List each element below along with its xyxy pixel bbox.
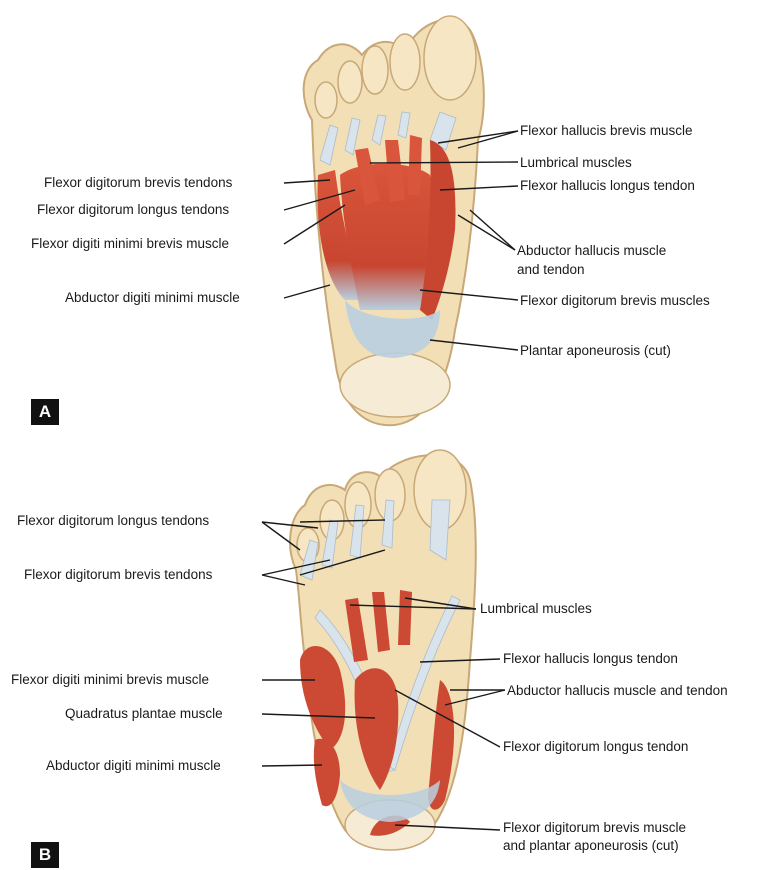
foot-b xyxy=(290,450,476,850)
label-b-fdl-tendon: Flexor digitorum longus tendon xyxy=(503,739,688,754)
label-b-ah-muscle: Abductor hallucis muscle and tendon xyxy=(507,683,728,698)
label-b-lumbricals: Lumbrical muscles xyxy=(480,601,592,616)
label-a-fhl-tendon: Flexor hallucis longus tendon xyxy=(520,178,695,193)
label-b-fhl-tendon: Flexor hallucis longus tendon xyxy=(503,651,678,666)
foot-a-toe-5 xyxy=(315,82,337,118)
label-a-fdmb-muscle: Flexor digiti minimi brevis muscle xyxy=(31,236,229,251)
panel-b-tag: B xyxy=(31,842,59,868)
panel-a-tag: A xyxy=(31,399,59,425)
foot-a-toe-2 xyxy=(390,34,420,90)
label-b-fdb-tendons: Flexor digitorum brevis tendons xyxy=(24,567,212,582)
label-b-qp-muscle: Quadratus plantae muscle xyxy=(65,706,223,721)
label-b-fdb-line1: Flexor digitorum brevis muscle xyxy=(503,820,686,835)
label-b-fdl-tendons: Flexor digitorum longus tendons xyxy=(17,513,209,528)
label-a-fdb-muscles: Flexor digitorum brevis muscles xyxy=(520,293,710,308)
foot-a-toe-big xyxy=(424,16,476,100)
label-a-fhb-muscle: Flexor hallucis brevis muscle xyxy=(520,123,693,138)
label-a-plantar-apo: Plantar aponeurosis (cut) xyxy=(520,343,671,358)
foot-a-toe-4 xyxy=(338,61,362,103)
label-a-adm-muscle: Abductor digiti minimi muscle xyxy=(65,290,240,305)
label-b-fdb-line2: and plantar aponeurosis (cut) xyxy=(503,838,679,853)
label-a-fdl-tendons: Flexor digitorum longus tendons xyxy=(37,202,229,217)
label-a-lumbricals: Lumbrical muscles xyxy=(520,155,632,170)
foot-a xyxy=(304,16,484,425)
label-a-ah-line2: and tendon xyxy=(517,262,585,277)
label-b-adm-muscle: Abductor digiti minimi muscle xyxy=(46,758,221,773)
foot-a-toe-3 xyxy=(362,46,388,94)
foot-a-heel xyxy=(340,353,450,417)
label-a-ah-line1: Abductor hallucis muscle xyxy=(517,243,666,258)
label-a-fdb-tendons: Flexor digitorum brevis tendons xyxy=(44,175,232,190)
foot-a-lumbrical-3 xyxy=(408,135,422,195)
label-b-fdmb-muscle: Flexor digiti minimi brevis muscle xyxy=(11,672,209,687)
